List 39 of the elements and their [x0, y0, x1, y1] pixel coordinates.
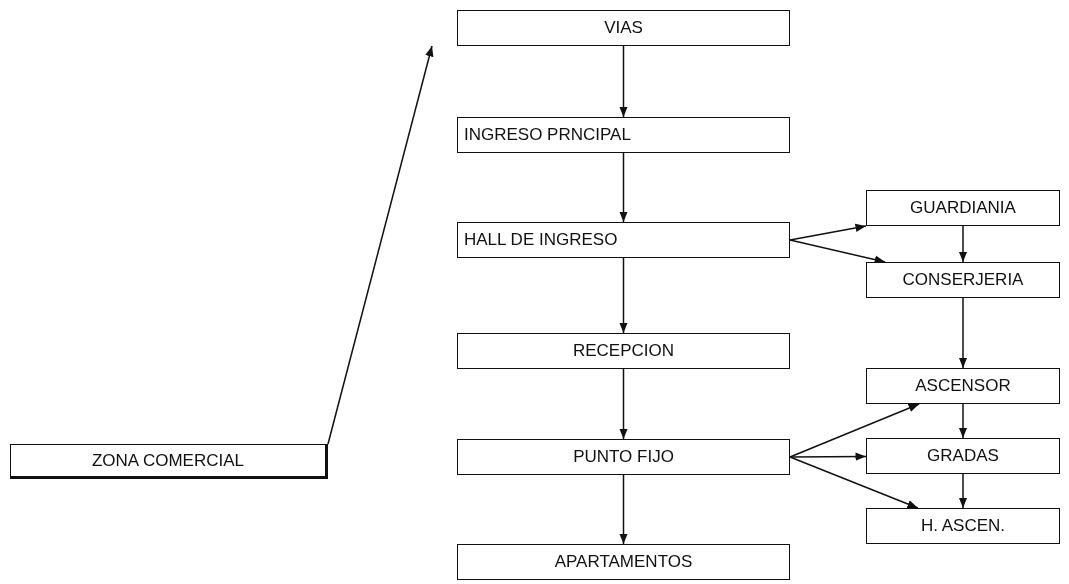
process-box: [457, 439, 790, 475]
arrow: [789, 456, 919, 509]
arrow: [789, 452, 867, 461]
arrow: [958, 403, 968, 439]
arrow: [958, 473, 968, 509]
process-box: [457, 333, 790, 369]
process-box: [457, 117, 790, 153]
box-label: PUNTO FIJO: [573, 447, 674, 467]
box-label: GRADAS: [927, 446, 999, 466]
arrow: [619, 474, 628, 545]
arrow: [789, 403, 920, 458]
process-box: [866, 190, 1060, 226]
process-box: [866, 262, 1060, 298]
arrow: [619, 152, 628, 223]
box-label: ASCENSOR: [915, 376, 1011, 396]
arrow: [619, 257, 628, 334]
process-box: [457, 222, 790, 258]
process-box: [866, 368, 1060, 404]
box-label: H. ASCEN.: [920, 516, 1006, 536]
box-label: APARTAMENTOS: [554, 552, 693, 572]
box-label: ZONA COMERCIAL: [91, 450, 245, 471]
box-label: GUARDIANIA: [910, 198, 1016, 218]
box-label: CONSERJERIA: [902, 270, 1024, 290]
process-box: [866, 508, 1060, 544]
arrow: [619, 368, 628, 440]
arrow: [619, 45, 628, 118]
box-label: VIAS: [604, 18, 643, 38]
arrow: [327, 45, 434, 445]
arrow: [958, 225, 968, 263]
process-box: [866, 438, 1060, 474]
box-label: RECEPCION: [572, 341, 675, 361]
process-box: [457, 10, 790, 46]
arrow: [789, 239, 886, 264]
arrow: [789, 223, 867, 241]
zone-box: [10, 444, 328, 479]
box-label: INGRESO PRNCIPAL: [464, 125, 631, 145]
process-box: [457, 544, 790, 580]
box-label: HALL DE INGRESO: [464, 230, 618, 250]
arrow: [958, 297, 968, 369]
